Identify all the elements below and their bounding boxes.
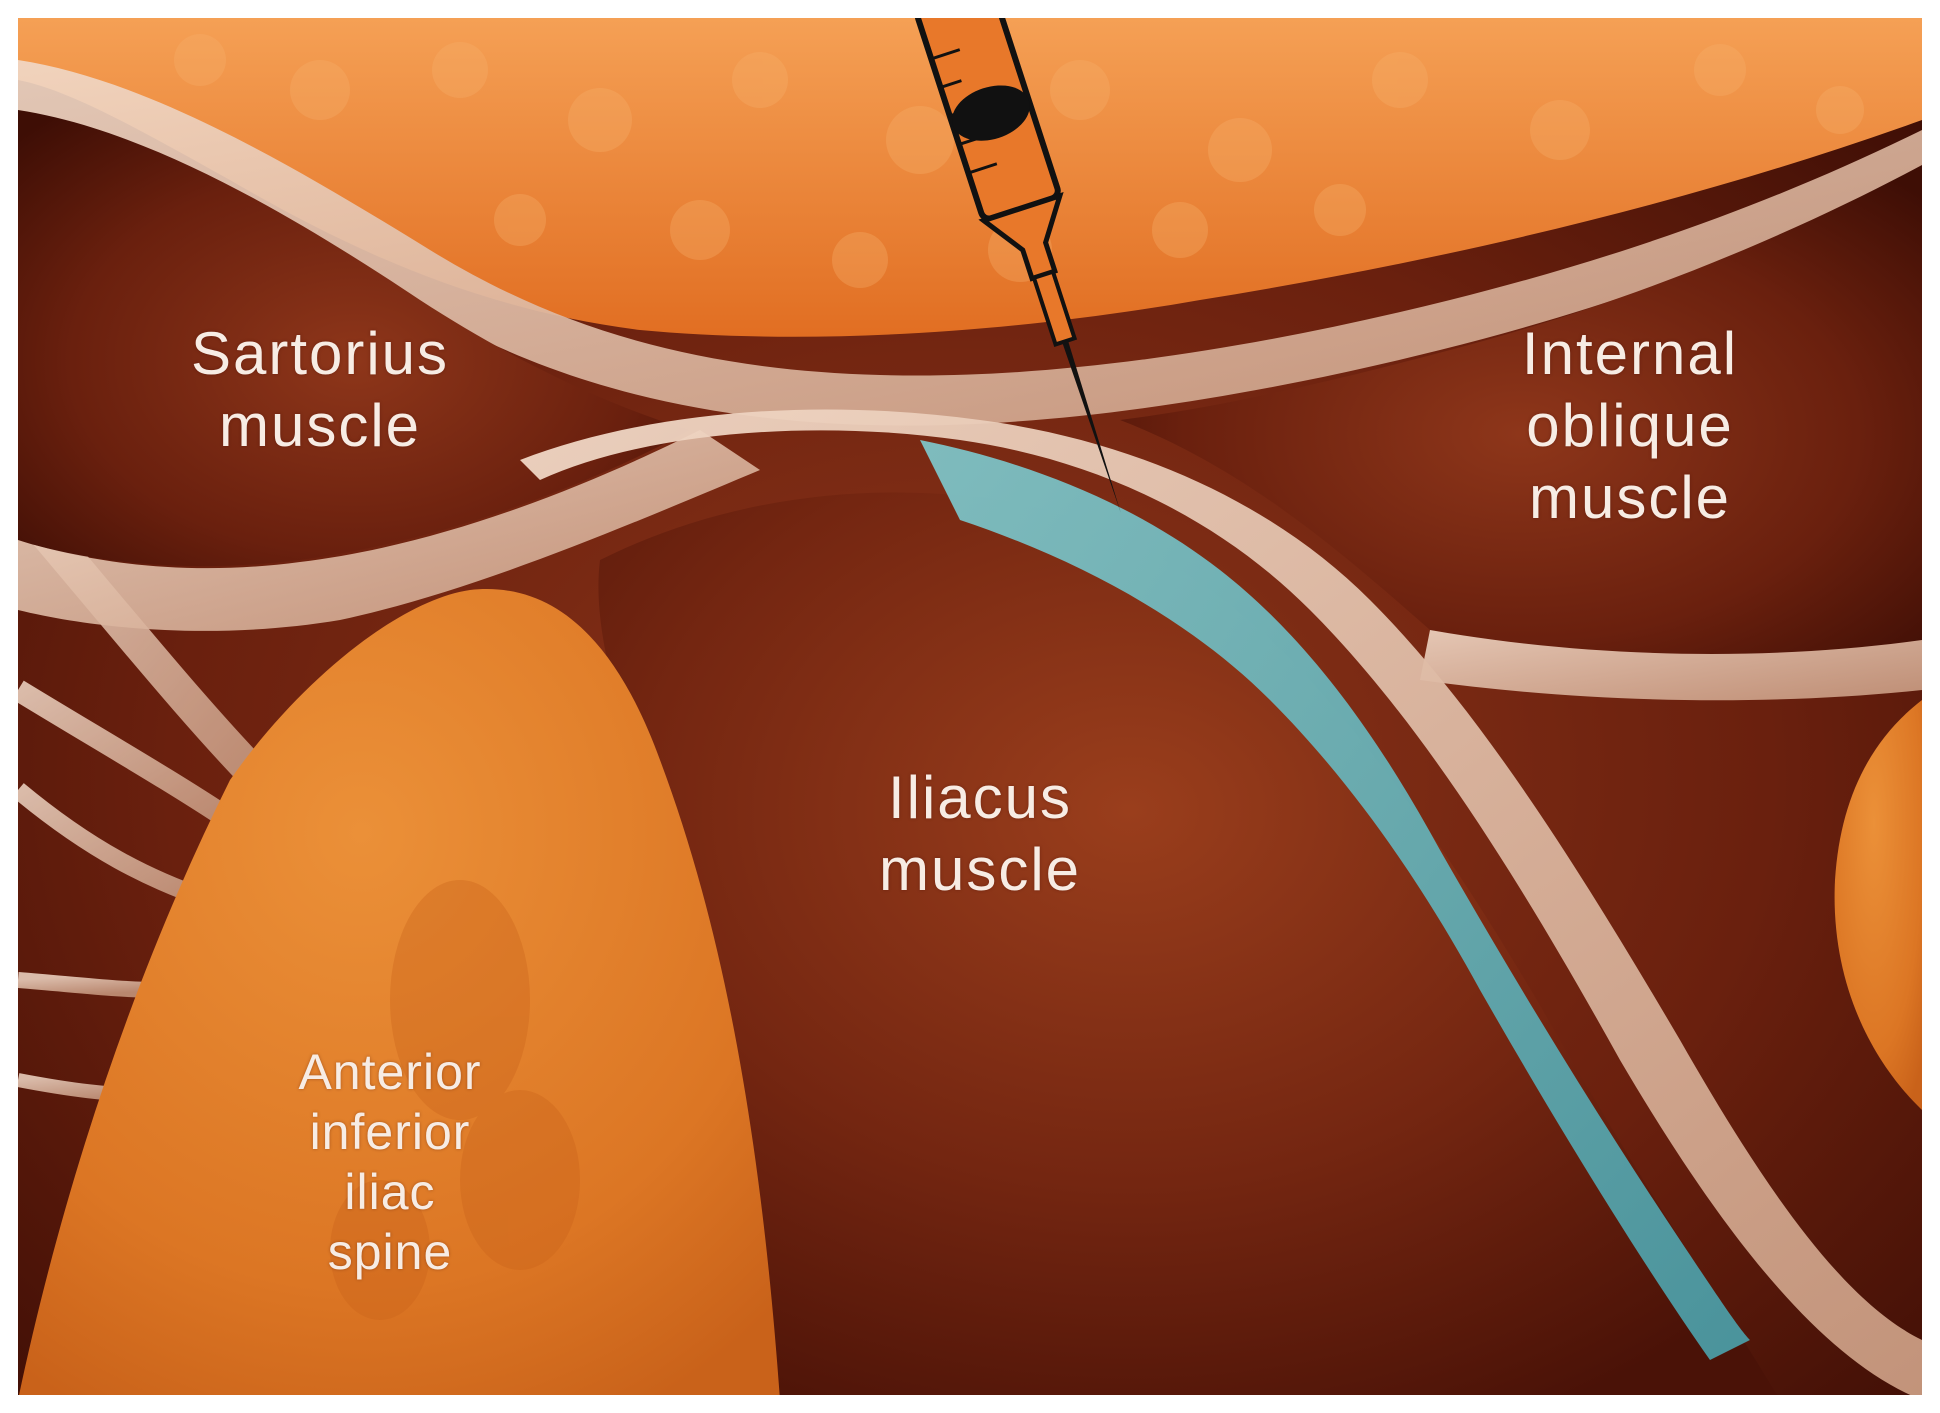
sartorius-fascia bbox=[18, 430, 760, 631]
internal-oblique-muscle bbox=[1120, 165, 1922, 654]
internal-oblique-fascia bbox=[1420, 630, 1922, 701]
anterior-inferior-iliac-spine-bone bbox=[18, 589, 780, 1400]
label-anterior-inferior-iliac-spine: Anterior inferior iliac spine bbox=[298, 1044, 482, 1280]
sartorius-muscle bbox=[18, 110, 690, 567]
label-internal-oblique-muscle: Internal oblique muscle bbox=[1521, 320, 1739, 531]
iliacus-muscle bbox=[598, 492, 1780, 1400]
local-anesthetic-spread bbox=[920, 440, 1750, 1360]
syringe-icon bbox=[914, 18, 1121, 513]
bone-texture bbox=[330, 880, 580, 1320]
right-bone-edge bbox=[1834, 700, 1922, 1110]
fat-lobules bbox=[174, 34, 1864, 288]
label-sartorius-muscle: Sartorius muscle bbox=[190, 320, 450, 459]
superficial-fascia bbox=[18, 60, 1922, 426]
label-iliacus-muscle: Iliacus muscle bbox=[878, 764, 1082, 903]
